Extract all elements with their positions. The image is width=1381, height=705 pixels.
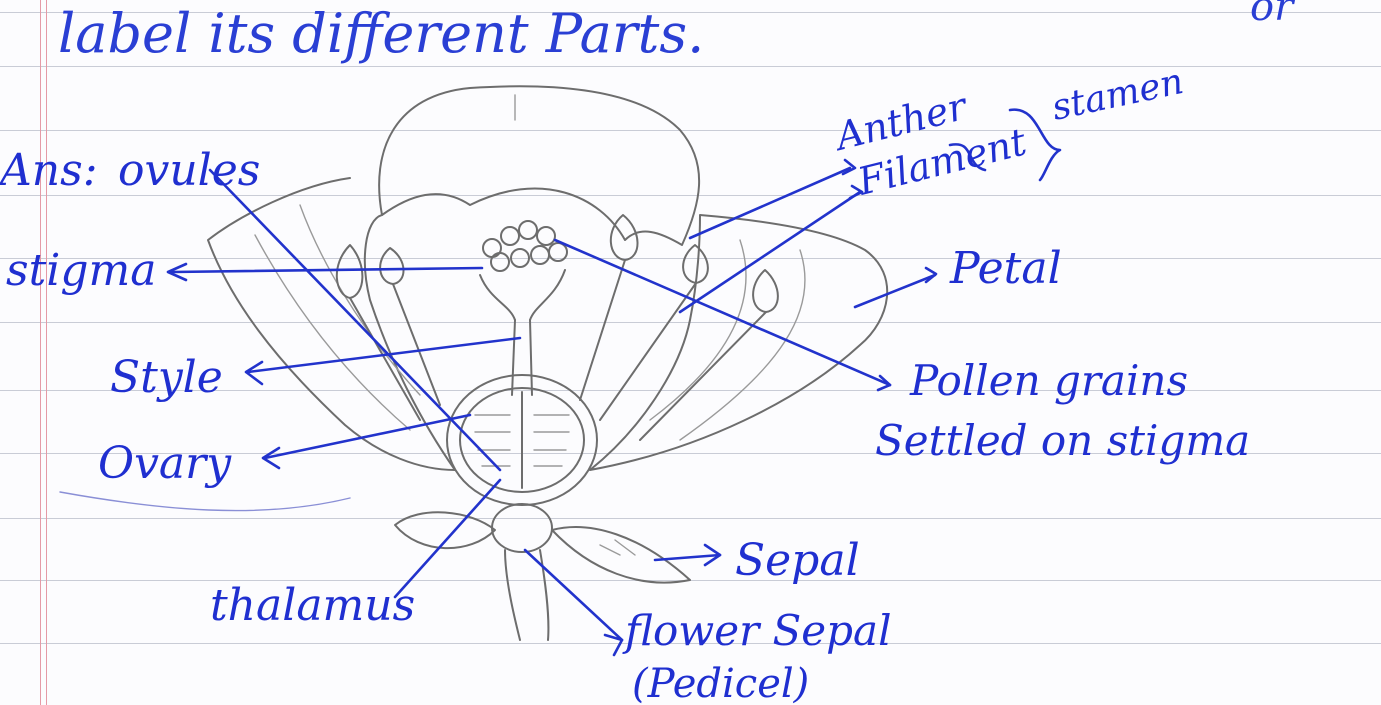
stamen-left-1 xyxy=(337,245,363,298)
stamen-left-2 xyxy=(380,248,403,284)
label-flower-stalk-line2: (Pedicel) xyxy=(632,661,809,705)
style xyxy=(512,320,532,395)
label-sepal: Sepal xyxy=(735,535,860,586)
label-thalamus: thalamus xyxy=(210,580,415,631)
top-petal xyxy=(379,86,699,245)
stamen-right-3 xyxy=(753,270,778,312)
label-stamen: stamen xyxy=(1048,61,1187,129)
label-pollen-line1: Pollen grains xyxy=(909,356,1188,405)
label-style: Style xyxy=(110,352,223,403)
ans-prefix: Ans: xyxy=(0,145,98,196)
label-stigma: stigma xyxy=(6,245,156,296)
stigma xyxy=(480,270,565,320)
label-flower-stalk-line1: flower Sepal xyxy=(622,606,892,655)
thalamus xyxy=(492,504,552,552)
stamen-right-2 xyxy=(683,245,708,283)
heading-text: label its different Parts. xyxy=(58,2,704,65)
heading-fragment: or xyxy=(1250,0,1296,30)
sepal-right xyxy=(552,527,690,583)
label-petal: Petal xyxy=(949,243,1062,294)
label-ovules: ovules xyxy=(118,145,260,196)
pollen-grains xyxy=(483,221,567,271)
label-ovary: Ovary xyxy=(98,438,232,489)
label-pollen-line2: Settled on stigma xyxy=(875,416,1250,465)
pedicel xyxy=(505,550,548,640)
